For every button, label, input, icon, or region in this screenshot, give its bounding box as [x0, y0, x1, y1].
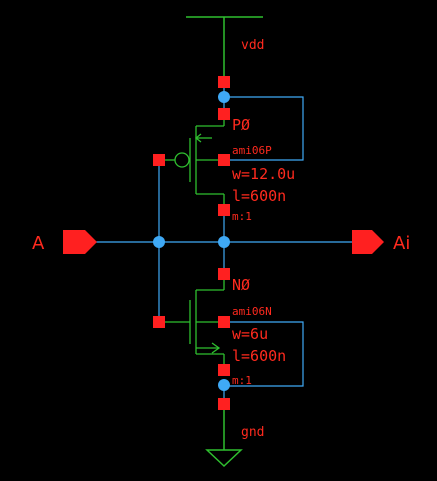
gnd-label: gnd — [241, 425, 264, 440]
pin-pmos-gate[interactable] — [153, 154, 165, 166]
junction-gnd — [218, 379, 230, 391]
nmos-instance-name: NØ — [232, 276, 250, 294]
pmos-length: l=600n — [232, 187, 286, 205]
nmos-model: ami06N — [232, 305, 272, 318]
junctions — [153, 91, 230, 391]
pmos-multiplier: m:1 — [232, 210, 252, 223]
pin-pmos-body[interactable] — [218, 154, 230, 166]
junction-vdd — [218, 91, 230, 103]
pin-pmos-drain[interactable] — [218, 204, 230, 216]
pmos-model: ami06P — [232, 144, 272, 157]
ground-triangle-icon[interactable] — [205, 410, 243, 468]
input-port-arrow-icon[interactable] — [63, 230, 97, 254]
pin-nmos-drain[interactable] — [218, 268, 230, 280]
junction-output — [218, 236, 230, 248]
nmos-multiplier: m:1 — [232, 374, 252, 387]
vdd-label: vdd — [241, 38, 264, 53]
pmos-width: w=12.0u — [232, 165, 295, 183]
pin-pmos-source[interactable] — [218, 108, 230, 120]
junction-gate — [153, 236, 165, 248]
nmos-length: l=600n — [232, 347, 286, 365]
pin-gnd[interactable] — [218, 398, 230, 410]
output-port-label: Ai — [393, 233, 410, 254]
vdd-tee-icon[interactable] — [186, 16, 263, 76]
nmos-width: w=6u — [232, 325, 268, 343]
pin-vdd[interactable] — [218, 76, 230, 88]
pin-nmos-source[interactable] — [218, 364, 230, 376]
pmos-device[interactable] — [165, 117, 225, 204]
input-port-label: A — [32, 233, 45, 254]
output-port-arrow-icon[interactable] — [352, 230, 384, 254]
pins — [153, 76, 230, 410]
pmos-instance-name: PØ — [232, 116, 250, 134]
pin-nmos-body[interactable] — [218, 316, 230, 328]
pin-nmos-gate[interactable] — [153, 316, 165, 328]
